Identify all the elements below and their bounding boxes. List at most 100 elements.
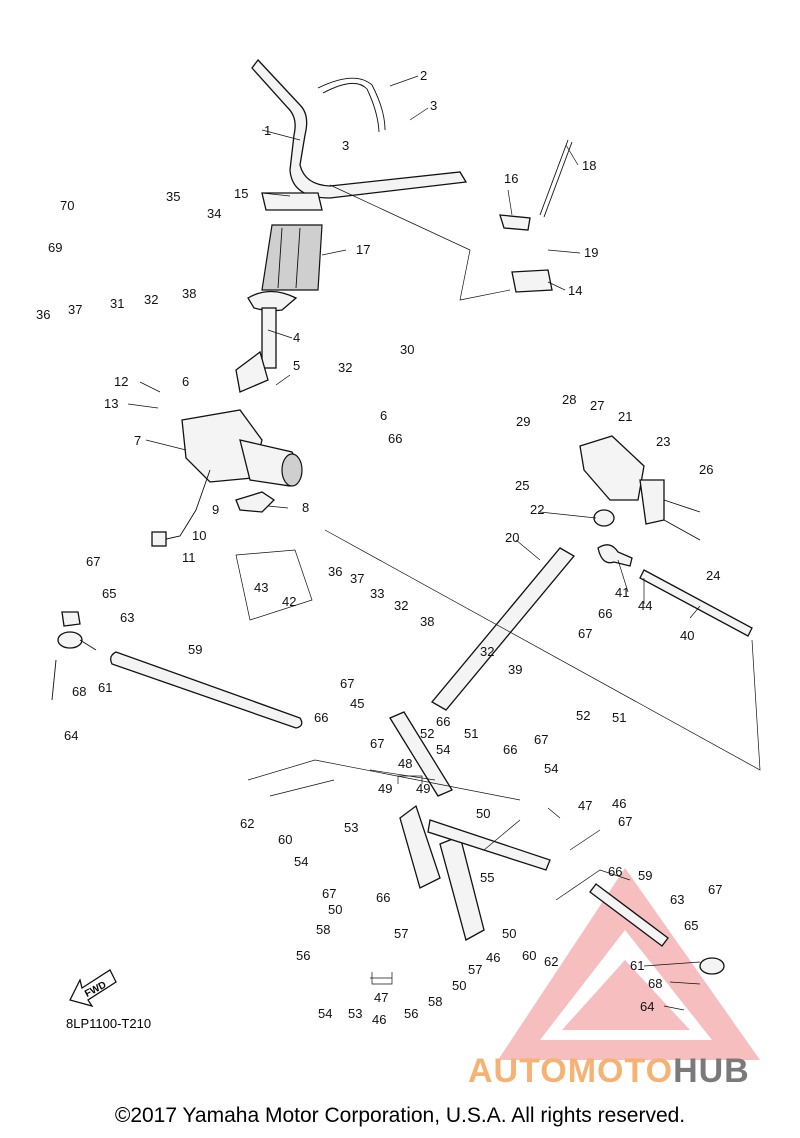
callout: 47	[578, 798, 592, 813]
callout: 11	[182, 550, 196, 565]
callout: 38	[182, 286, 196, 301]
tie-rod-left	[110, 651, 303, 729]
callout: 20	[505, 530, 519, 545]
callout: 3	[342, 138, 349, 153]
callout: 32	[394, 598, 408, 613]
callout: 46	[372, 1012, 386, 1027]
callout: 54	[544, 761, 558, 776]
tie-rod-end-left	[51, 611, 97, 701]
callout: 39	[508, 662, 522, 677]
callout: 16	[504, 171, 518, 186]
callout: 44	[638, 598, 652, 613]
pitman-arms	[389, 711, 551, 941]
callout: 67	[86, 554, 100, 569]
callout: 67	[708, 882, 722, 897]
callout: 61	[630, 958, 644, 973]
callout: 65	[102, 586, 116, 601]
callout: 63	[670, 892, 684, 907]
callout: 9	[212, 502, 219, 517]
callout: 41	[615, 585, 629, 600]
callout: 68	[72, 684, 86, 699]
callout: 26	[699, 462, 713, 477]
callout: 69	[48, 240, 62, 255]
callout: 51	[612, 710, 626, 725]
callout: 42	[282, 594, 296, 609]
callout: 56	[296, 948, 310, 963]
callout: 48	[398, 756, 412, 771]
leader-lines	[127, 75, 761, 1011]
callout: 66	[388, 431, 402, 446]
callout: 67	[340, 676, 354, 691]
callout: 58	[428, 994, 442, 1009]
callout: 62	[544, 954, 558, 969]
fwd-label: FWD	[83, 980, 108, 1000]
callout: 43	[254, 580, 268, 595]
fwd-arrow-icon: FWD	[69, 969, 117, 1008]
callout: 14	[568, 283, 582, 298]
callout: 61	[98, 680, 112, 695]
callout: 59	[188, 642, 202, 657]
callout: 30	[400, 342, 414, 357]
callout: 53	[344, 820, 358, 835]
callout: 7	[134, 433, 141, 448]
callout: 66	[503, 742, 517, 757]
callout: 2	[420, 68, 427, 83]
callout: 67	[534, 732, 548, 747]
callout: 57	[394, 926, 408, 941]
callout: 60	[278, 832, 292, 847]
callout: 1	[264, 123, 271, 138]
callout: 67	[322, 886, 336, 901]
callout: 50	[452, 978, 466, 993]
callout: 36	[328, 564, 342, 579]
callout: 22	[530, 502, 544, 517]
callout: 67	[370, 736, 384, 751]
bracket	[235, 491, 276, 513]
diagram-code: 8LP1100-T210	[66, 1016, 152, 1031]
callout: 47	[374, 990, 388, 1005]
callout: 67	[578, 626, 592, 641]
callout: 66	[314, 710, 328, 725]
callout: 32	[480, 644, 494, 659]
callout: 31	[110, 296, 124, 311]
callout: 34	[207, 206, 221, 221]
callout: 45	[350, 696, 364, 711]
callout: 37	[68, 302, 82, 317]
callout: 17	[356, 242, 370, 257]
callout: 12	[114, 374, 128, 389]
callout: 13	[104, 396, 118, 411]
callout: 5	[293, 358, 300, 373]
tie-rod-right-lower	[589, 883, 725, 975]
callout: 32	[144, 292, 158, 307]
callout: 6	[182, 374, 189, 389]
callout: 50	[476, 806, 490, 821]
callout-labels: 1 2 3 3 4 5 6 6 7 8 9 10 11 12 13 14 15 …	[36, 68, 722, 1027]
callout: 67	[618, 814, 632, 829]
callout: 25	[515, 478, 529, 493]
callout: 52	[420, 726, 434, 741]
callout: 66	[608, 864, 622, 879]
callout: 51	[464, 726, 478, 741]
callout: 49	[378, 781, 392, 796]
watermark-triangle	[498, 868, 760, 1060]
clamp-assembly	[499, 139, 573, 293]
callout: 33	[370, 586, 384, 601]
handlebar	[251, 58, 468, 199]
steering-column	[235, 192, 323, 393]
callout: 59	[638, 868, 652, 883]
callout: 66	[376, 890, 390, 905]
callout: 66	[598, 606, 612, 621]
callout: 54	[436, 742, 450, 757]
callout: 65	[684, 918, 698, 933]
callout: 18	[582, 158, 596, 173]
callout: 32	[338, 360, 352, 375]
callout: 66	[436, 714, 450, 729]
callout: 4	[293, 330, 300, 345]
callout: 8	[302, 500, 309, 515]
callout: 27	[590, 398, 604, 413]
callout: 50	[328, 902, 342, 917]
callout: 60	[522, 948, 536, 963]
callout: 23	[656, 434, 670, 449]
copyright-notice: ©2017 Yamaha Motor Corporation, U.S.A. A…	[114, 1104, 686, 1127]
callout: 46	[612, 796, 626, 811]
callout: 54	[318, 1006, 332, 1021]
